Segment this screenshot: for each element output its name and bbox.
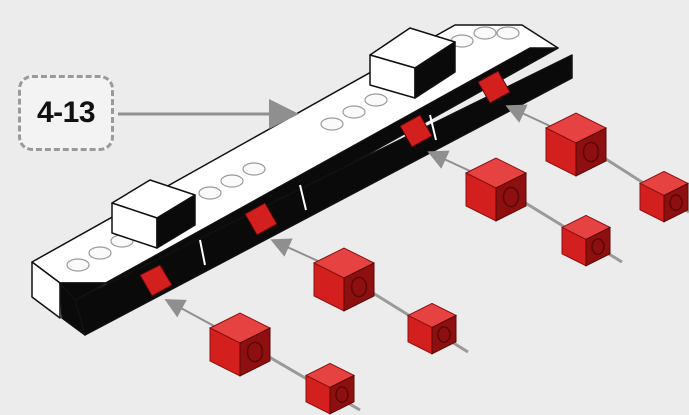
exploded-parts [164, 104, 689, 415]
insertion-arrow [505, 104, 551, 127]
bush [208, 312, 272, 377]
bush [312, 247, 376, 312]
black-beam-end [59, 282, 86, 336]
bush [544, 112, 608, 177]
connector-peg [139, 264, 173, 297]
connector-peg [399, 114, 433, 148]
insertion-arrow [427, 150, 471, 172]
insertion-arrow [270, 238, 319, 262]
brick-side-face [31, 261, 61, 319]
bush [560, 214, 612, 267]
step-number: 4-13 [36, 96, 96, 129]
bush [464, 157, 528, 222]
bush [406, 302, 458, 355]
connector-peg [477, 70, 511, 104]
insertion-arrow [164, 299, 215, 327]
brick-top-face [31, 24, 559, 284]
raised-brick-left [111, 179, 196, 249]
connector-peg [244, 202, 278, 236]
step-number-frame: 4-13 [18, 75, 114, 151]
brick-studs [66, 26, 520, 272]
bush [638, 170, 689, 223]
bush [304, 362, 356, 415]
connector-pegs [139, 70, 511, 297]
raised-brick-right [369, 27, 456, 99]
